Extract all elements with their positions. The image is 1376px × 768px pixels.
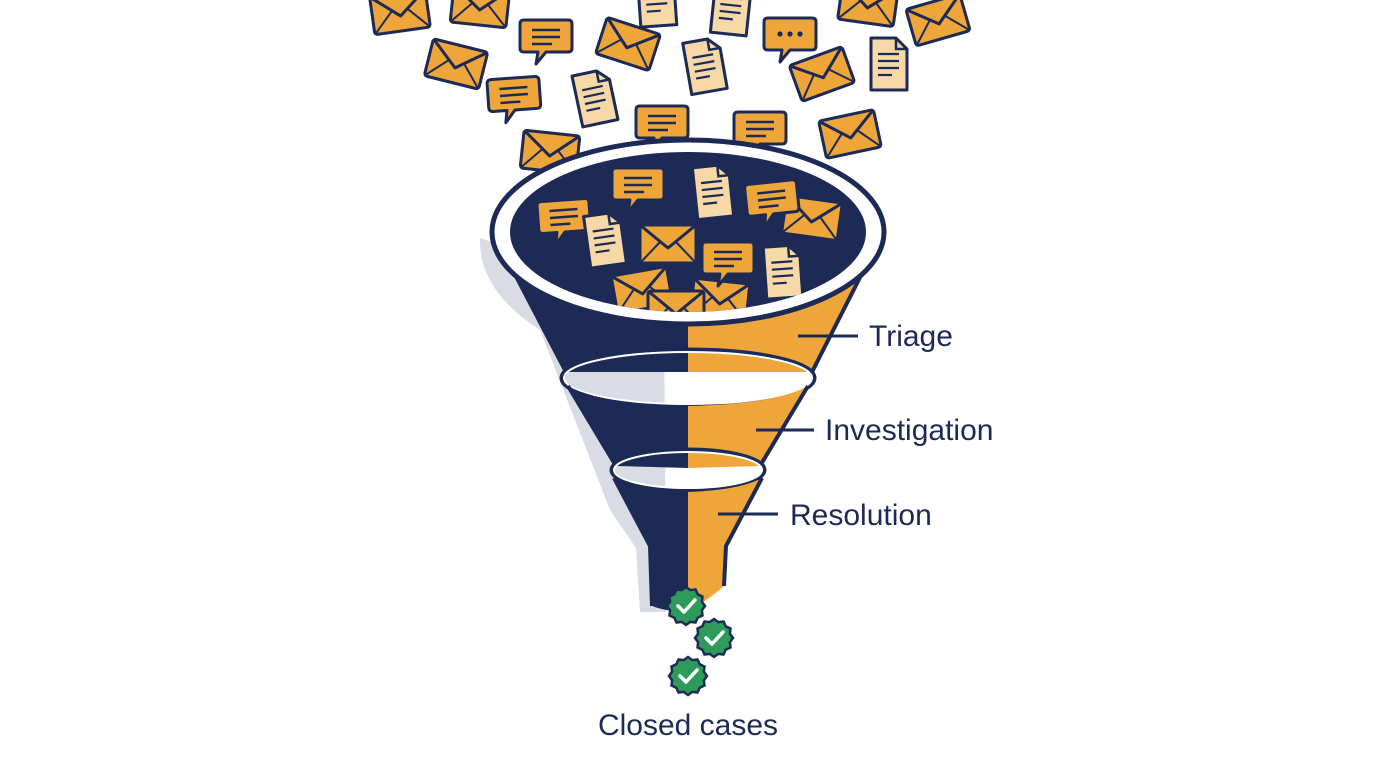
funnel-section-investigation-light [688, 386, 808, 468]
document-icon [690, 163, 736, 222]
incoming-items [368, 0, 971, 176]
envelope-icon [788, 45, 856, 103]
envelope-icon [448, 0, 512, 30]
envelope-icon [836, 0, 900, 28]
chat-bubble-icon [700, 240, 756, 288]
funnel-section-investigation-dark [568, 386, 688, 468]
chat-bubble-icon [610, 166, 666, 214]
funnel-ring-2 [609, 447, 767, 493]
stage-label-investigation: Investigation [825, 414, 993, 447]
envelope-icon [368, 0, 432, 36]
chat-bubble-icon [518, 18, 574, 66]
chat-bubble-icon [535, 197, 593, 247]
check-badge-icon [693, 617, 735, 659]
output-label: Closed cases [598, 709, 778, 742]
envelope-icon [638, 223, 698, 265]
chat-bubble-icon [743, 178, 801, 229]
document-icon [869, 36, 909, 92]
envelope-icon [817, 108, 883, 160]
document-icon [582, 211, 628, 270]
check-badge-icon [667, 655, 709, 697]
envelope-icon [594, 16, 662, 72]
check-badge-icon [665, 585, 707, 627]
chat-bubble-icon [762, 16, 818, 64]
chat-bubble-icon [485, 75, 543, 125]
document-icon [635, 0, 679, 29]
document-icon [681, 37, 729, 97]
envelope-icon [423, 37, 489, 91]
chat-bubble-icon [634, 104, 690, 152]
closed-case-badges [665, 585, 735, 697]
stage-label-resolution: Resolution [790, 499, 932, 532]
document-icon [570, 69, 620, 129]
document-icon [761, 244, 805, 301]
stage-label-triage: Triage [869, 320, 953, 353]
funnel [489, 137, 887, 612]
envelope-icon [905, 0, 971, 47]
document-icon [708, 0, 752, 38]
